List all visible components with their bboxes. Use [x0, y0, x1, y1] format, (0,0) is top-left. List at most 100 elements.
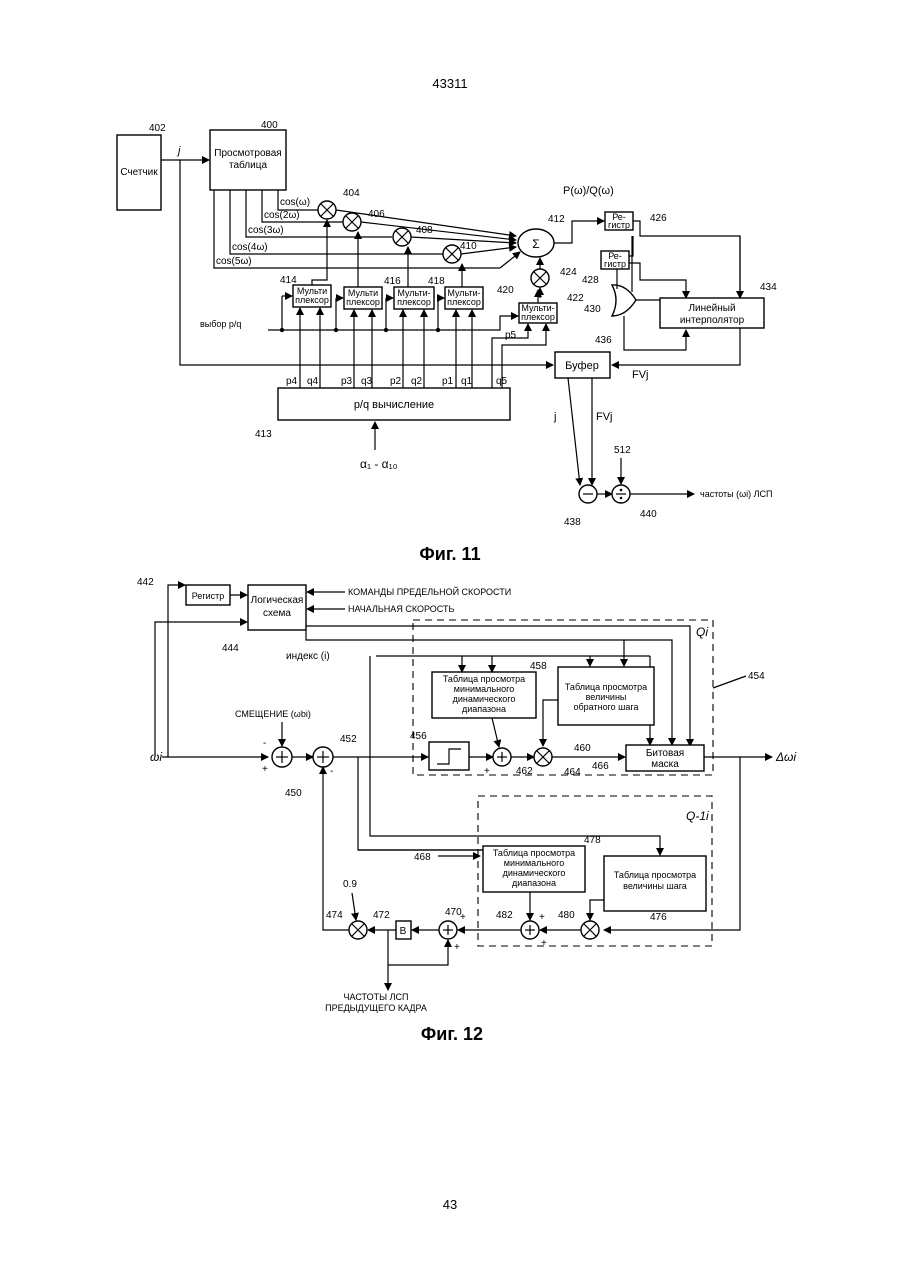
- counter-label: Счетчик: [120, 167, 158, 178]
- ref-512: 512: [614, 445, 631, 456]
- pq-label-q5: q5: [496, 376, 508, 387]
- prev-frame-label-1: ЧАСТОТЫ ЛСП: [344, 992, 409, 1002]
- minus-sign-450: -: [263, 738, 266, 749]
- svg-text:Таблица просмотра: Таблица просмотра: [493, 848, 575, 858]
- multiplexer-420: Мульти- плексор: [445, 287, 483, 309]
- register-428-label-2: гистр: [604, 259, 626, 269]
- multiplier-406: [343, 213, 361, 231]
- svg-text:диапазона: диапазона: [512, 878, 556, 888]
- interpolator-label-2: интерполятор: [680, 315, 745, 326]
- pq-label-q1: q1: [461, 376, 473, 387]
- subtractor-438: [579, 485, 597, 503]
- ref-440: 440: [640, 509, 657, 520]
- cos-label-5: cos(5ω): [216, 256, 252, 267]
- plus-sign-470-b: +: [454, 942, 460, 953]
- cos-label-1: cos(ω): [280, 197, 310, 208]
- svg-text:плексор: плексор: [521, 312, 555, 322]
- ref-434: 434: [760, 282, 777, 293]
- figure-11: Счетчик 402 Просмотровая таблица 400 j c…: [117, 120, 777, 528]
- svg-text:динамического: динамического: [503, 868, 566, 878]
- ref-468: 468: [414, 852, 431, 863]
- ref-400: 400: [261, 120, 278, 131]
- ref-410: 410: [460, 241, 477, 252]
- pq-label-p3: p3: [341, 376, 353, 387]
- ref-416: 416: [384, 276, 401, 287]
- ref-414: 414: [280, 275, 297, 286]
- ref-428: 428: [582, 275, 599, 286]
- plus-sign-462: +: [484, 766, 490, 777]
- ref-402: 402: [149, 123, 166, 134]
- ref-454: 454: [748, 671, 765, 682]
- multiplier-408: [393, 228, 411, 246]
- delay-b-label: B: [400, 926, 407, 937]
- ref-456: 456: [410, 731, 427, 742]
- svg-text:минимального: минимального: [504, 858, 564, 868]
- register-426-label-2: гистр: [608, 220, 630, 230]
- multiplier-474: [349, 921, 367, 939]
- multiplier-464: [534, 748, 552, 766]
- ref-480: 480: [558, 910, 575, 921]
- offset-label: СМЕЩЕНИЕ (ωbi): [235, 709, 311, 719]
- ref-418: 418: [428, 276, 445, 287]
- ref-420: 420: [497, 285, 514, 296]
- buffer-label: Буфер: [565, 360, 599, 372]
- pq-calc-label: p/q вычисление: [354, 399, 434, 411]
- adder-452: [313, 747, 333, 767]
- svg-text:Таблица просмотра: Таблица просмотра: [614, 870, 696, 880]
- ref-466: 466: [592, 761, 609, 772]
- svg-text:динамического: динамического: [453, 694, 516, 704]
- ref-462: 462: [516, 766, 533, 777]
- logic-label-2: схема: [263, 608, 291, 619]
- lookup-table-label-2: таблица: [229, 159, 267, 171]
- divider-440: [612, 485, 630, 503]
- select-pq-label: выбор p/q: [200, 319, 241, 329]
- ref-412: 412: [548, 214, 565, 225]
- svg-text:Таблица просмотра: Таблица просмотра: [443, 674, 525, 684]
- svg-text:плексор: плексор: [295, 295, 329, 305]
- coef-label: 0.9: [343, 879, 357, 890]
- svg-text:Таблица просмотра: Таблица просмотра: [565, 682, 647, 692]
- svg-text:маска: маска: [651, 759, 679, 770]
- ref-444: 444: [222, 643, 239, 654]
- multiplexer-414: Мульти плексор: [293, 285, 331, 307]
- cos-label-4: cos(4ω): [232, 242, 268, 253]
- adder-470: [439, 921, 457, 939]
- figure-12-caption: Фиг. 12: [421, 1024, 483, 1044]
- ref-438: 438: [564, 517, 581, 528]
- j-label-top: j: [176, 145, 181, 157]
- svg-text:обратного шага: обратного шага: [574, 702, 639, 712]
- index-label: индекс (i): [286, 651, 330, 662]
- pq-label-p5: p5: [505, 330, 517, 341]
- pq-label-p2: p2: [390, 376, 402, 387]
- svg-text:Битовая: Битовая: [646, 748, 684, 759]
- figure-11-caption: Фиг. 11: [419, 544, 480, 564]
- multiplexer-418: Мульти- плексор: [394, 287, 434, 309]
- pq-label-q4: q4: [307, 376, 319, 387]
- page-number: 43: [0, 1197, 900, 1212]
- svg-text:минимального: минимального: [454, 684, 514, 694]
- cos-label-3: cos(3ω): [248, 225, 284, 236]
- svg-text:величины шага: величины шага: [623, 881, 687, 891]
- multiplier-410: [443, 245, 461, 263]
- ref-436: 436: [595, 335, 612, 346]
- logic-label-1: Логическая: [251, 595, 304, 606]
- figure-12: Регистр 442 Логическая схема 444 КОМАНДЫ…: [137, 577, 796, 1013]
- ref-413: 413: [255, 429, 272, 440]
- ref-422: 422: [567, 293, 584, 304]
- ref-460: 460: [574, 743, 591, 754]
- fvj-label-right: FVj: [632, 369, 649, 381]
- lookup-table-label-1: Просмотровая: [214, 148, 281, 159]
- interpolator-label-1: Линейный: [688, 303, 735, 314]
- omega-i-input-label: ωi: [150, 750, 162, 764]
- pq-label-p4: p4: [286, 376, 298, 387]
- ref-442: 442: [137, 577, 154, 588]
- cos-label-2: cos(2ω): [264, 210, 300, 221]
- plus-sign-470-a: +: [460, 912, 466, 923]
- multiplier-480: [581, 921, 599, 939]
- prev-frame-label-2: ПРЕДЫДУЩЕГО КАДРА: [325, 1003, 427, 1013]
- svg-text:плексор: плексор: [397, 297, 431, 307]
- multiplexer-416: Мульти плексор: [344, 287, 382, 309]
- svg-text:диапазона: диапазона: [462, 704, 506, 714]
- sigma-symbol: Σ: [532, 237, 539, 251]
